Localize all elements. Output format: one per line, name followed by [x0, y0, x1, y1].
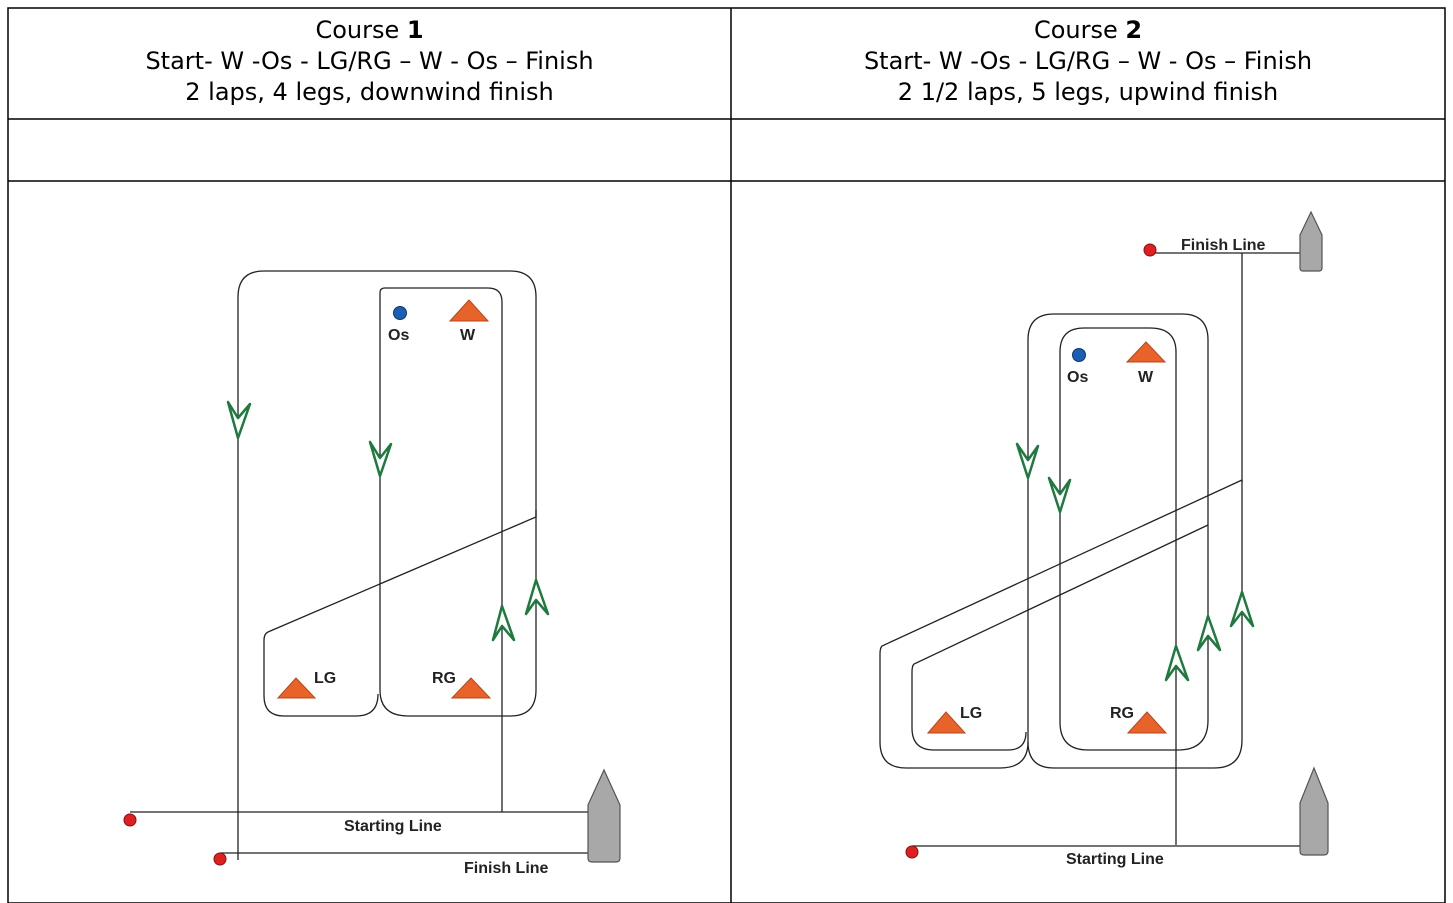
left-gate-mark-icon [276, 677, 317, 699]
course1-starting-line-label: Starting Line [344, 818, 442, 835]
arrow-up-icon [1196, 614, 1222, 652]
right-gate-mark-icon [1126, 711, 1168, 734]
arrow-up-icon [524, 578, 550, 616]
course1-outer-loop [237, 270, 537, 860]
course2-marks [905, 210, 1329, 859]
left-gate-mark-icon [926, 711, 967, 734]
finish-buoy-icon [1143, 243, 1157, 257]
course2-title: Course 2 [731, 15, 1445, 46]
course2-label-lg: LG [960, 705, 982, 722]
offset-mark-icon [393, 306, 407, 320]
course1-marks [123, 299, 621, 866]
course1-finish-line-label: Finish Line [464, 860, 549, 877]
course2-summary: 2 1/2 laps, 5 legs, upwind finish [897, 78, 1279, 106]
start-buoy-icon [905, 845, 919, 859]
course2-label-w: W [1138, 369, 1154, 386]
course1-label-w: W [460, 327, 476, 344]
committee-boat-icon [1299, 210, 1323, 272]
course1-arrows [226, 400, 550, 642]
windward-mark-icon [1125, 341, 1167, 363]
course1-reach-leg [263, 510, 537, 717]
arrow-down-icon [1047, 476, 1072, 514]
course1-header: Course 1 Start- W -Os - LG/RG – W - Os –… [8, 15, 731, 108]
course1-number: 1 [406, 16, 424, 44]
course2-arrows [1015, 442, 1255, 682]
course2-number: 2 [1125, 16, 1143, 44]
course1-label-rg: RG [432, 670, 456, 687]
arrow-up-icon [491, 604, 516, 642]
course1-diagram [130, 270, 590, 860]
table-grid [7, 7, 1446, 903]
arrow-up-icon [1164, 644, 1190, 682]
course1-title: Course 1 [8, 15, 731, 46]
offset-mark-icon [1072, 348, 1086, 362]
arrow-down-icon [1015, 442, 1040, 480]
start-buoy-icon [123, 813, 137, 827]
course2-header: Course 2 Start- W -Os - LG/RG – W - Os –… [731, 15, 1445, 108]
arrow-down-icon [368, 440, 393, 478]
course2-diagram [879, 252, 1306, 847]
course2-title-prefix: Course [1033, 16, 1126, 44]
course2-label-os: Os [1067, 369, 1088, 386]
arrow-down-icon [226, 400, 252, 440]
finish-buoy-icon [213, 852, 227, 866]
course1-title-prefix: Course [315, 16, 407, 44]
right-gate-mark-icon [450, 677, 492, 699]
course1-route: Start- W -Os - LG/RG – W - Os – Finish [145, 47, 594, 75]
windward-mark-icon [448, 299, 490, 322]
course1-label-lg: LG [314, 670, 336, 687]
course1-summary: 2 laps, 4 legs, downwind finish [185, 78, 554, 106]
committee-boat-icon [587, 768, 621, 863]
course2-finish-line-label: Finish Line [1181, 237, 1266, 254]
committee-boat-icon [1299, 766, 1329, 856]
arrow-up-icon [1229, 590, 1255, 628]
course2-route: Start- W -Os - LG/RG – W - Os – Finish [863, 47, 1313, 75]
course2-starting-line-label: Starting Line [1066, 851, 1164, 868]
course2-label-rg: RG [1110, 705, 1134, 722]
course1-label-os: Os [388, 327, 409, 344]
